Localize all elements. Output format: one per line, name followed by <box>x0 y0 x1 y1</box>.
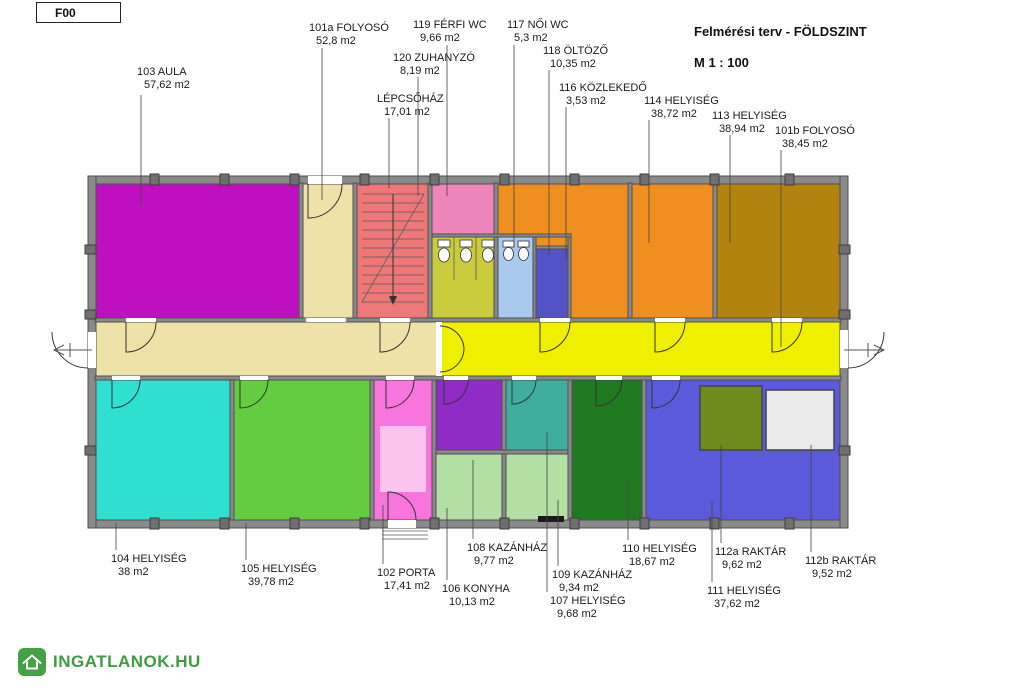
door-swings <box>51 176 885 528</box>
exterior-details <box>382 516 564 540</box>
room-113-helyiseg <box>717 183 840 318</box>
corridor-101b <box>440 322 840 376</box>
house-icon <box>18 648 46 676</box>
ingatlanok-logo: INGATLANOK.HU <box>18 648 201 676</box>
room-112a-raktar <box>699 385 763 451</box>
room-105-helyiseg <box>234 380 370 520</box>
room-103-aula <box>95 183 299 318</box>
rooms <box>95 183 840 520</box>
logo-text: INGATLANOK.HU <box>53 652 201 671</box>
room-102-porta-inner <box>380 426 426 492</box>
room-104-helyiseg <box>96 380 230 520</box>
room-112b-raktar <box>765 389 835 451</box>
axis-arrows <box>52 343 886 357</box>
toilet-fixtures <box>437 237 530 280</box>
room-107-helyiseg <box>436 380 502 450</box>
drawing-scale: M 1 : 100 <box>694 55 749 70</box>
room-119-ferfi-wc <box>432 183 494 234</box>
corridor-101a <box>96 322 436 376</box>
stairs <box>361 193 425 305</box>
room-118-oltozo <box>536 249 568 318</box>
leader-lines <box>115 45 812 592</box>
room-109-kazanhaz <box>506 380 568 450</box>
sheet-code: F00 <box>55 6 76 20</box>
corridor-101a-upper <box>303 183 353 318</box>
room-117-noi-wc <box>498 237 533 318</box>
page-title: Felmérési terv - FÖLDSZINT <box>694 24 867 39</box>
sheet-code-box: F00 <box>36 2 121 23</box>
room-110-helyiseg <box>572 380 642 520</box>
